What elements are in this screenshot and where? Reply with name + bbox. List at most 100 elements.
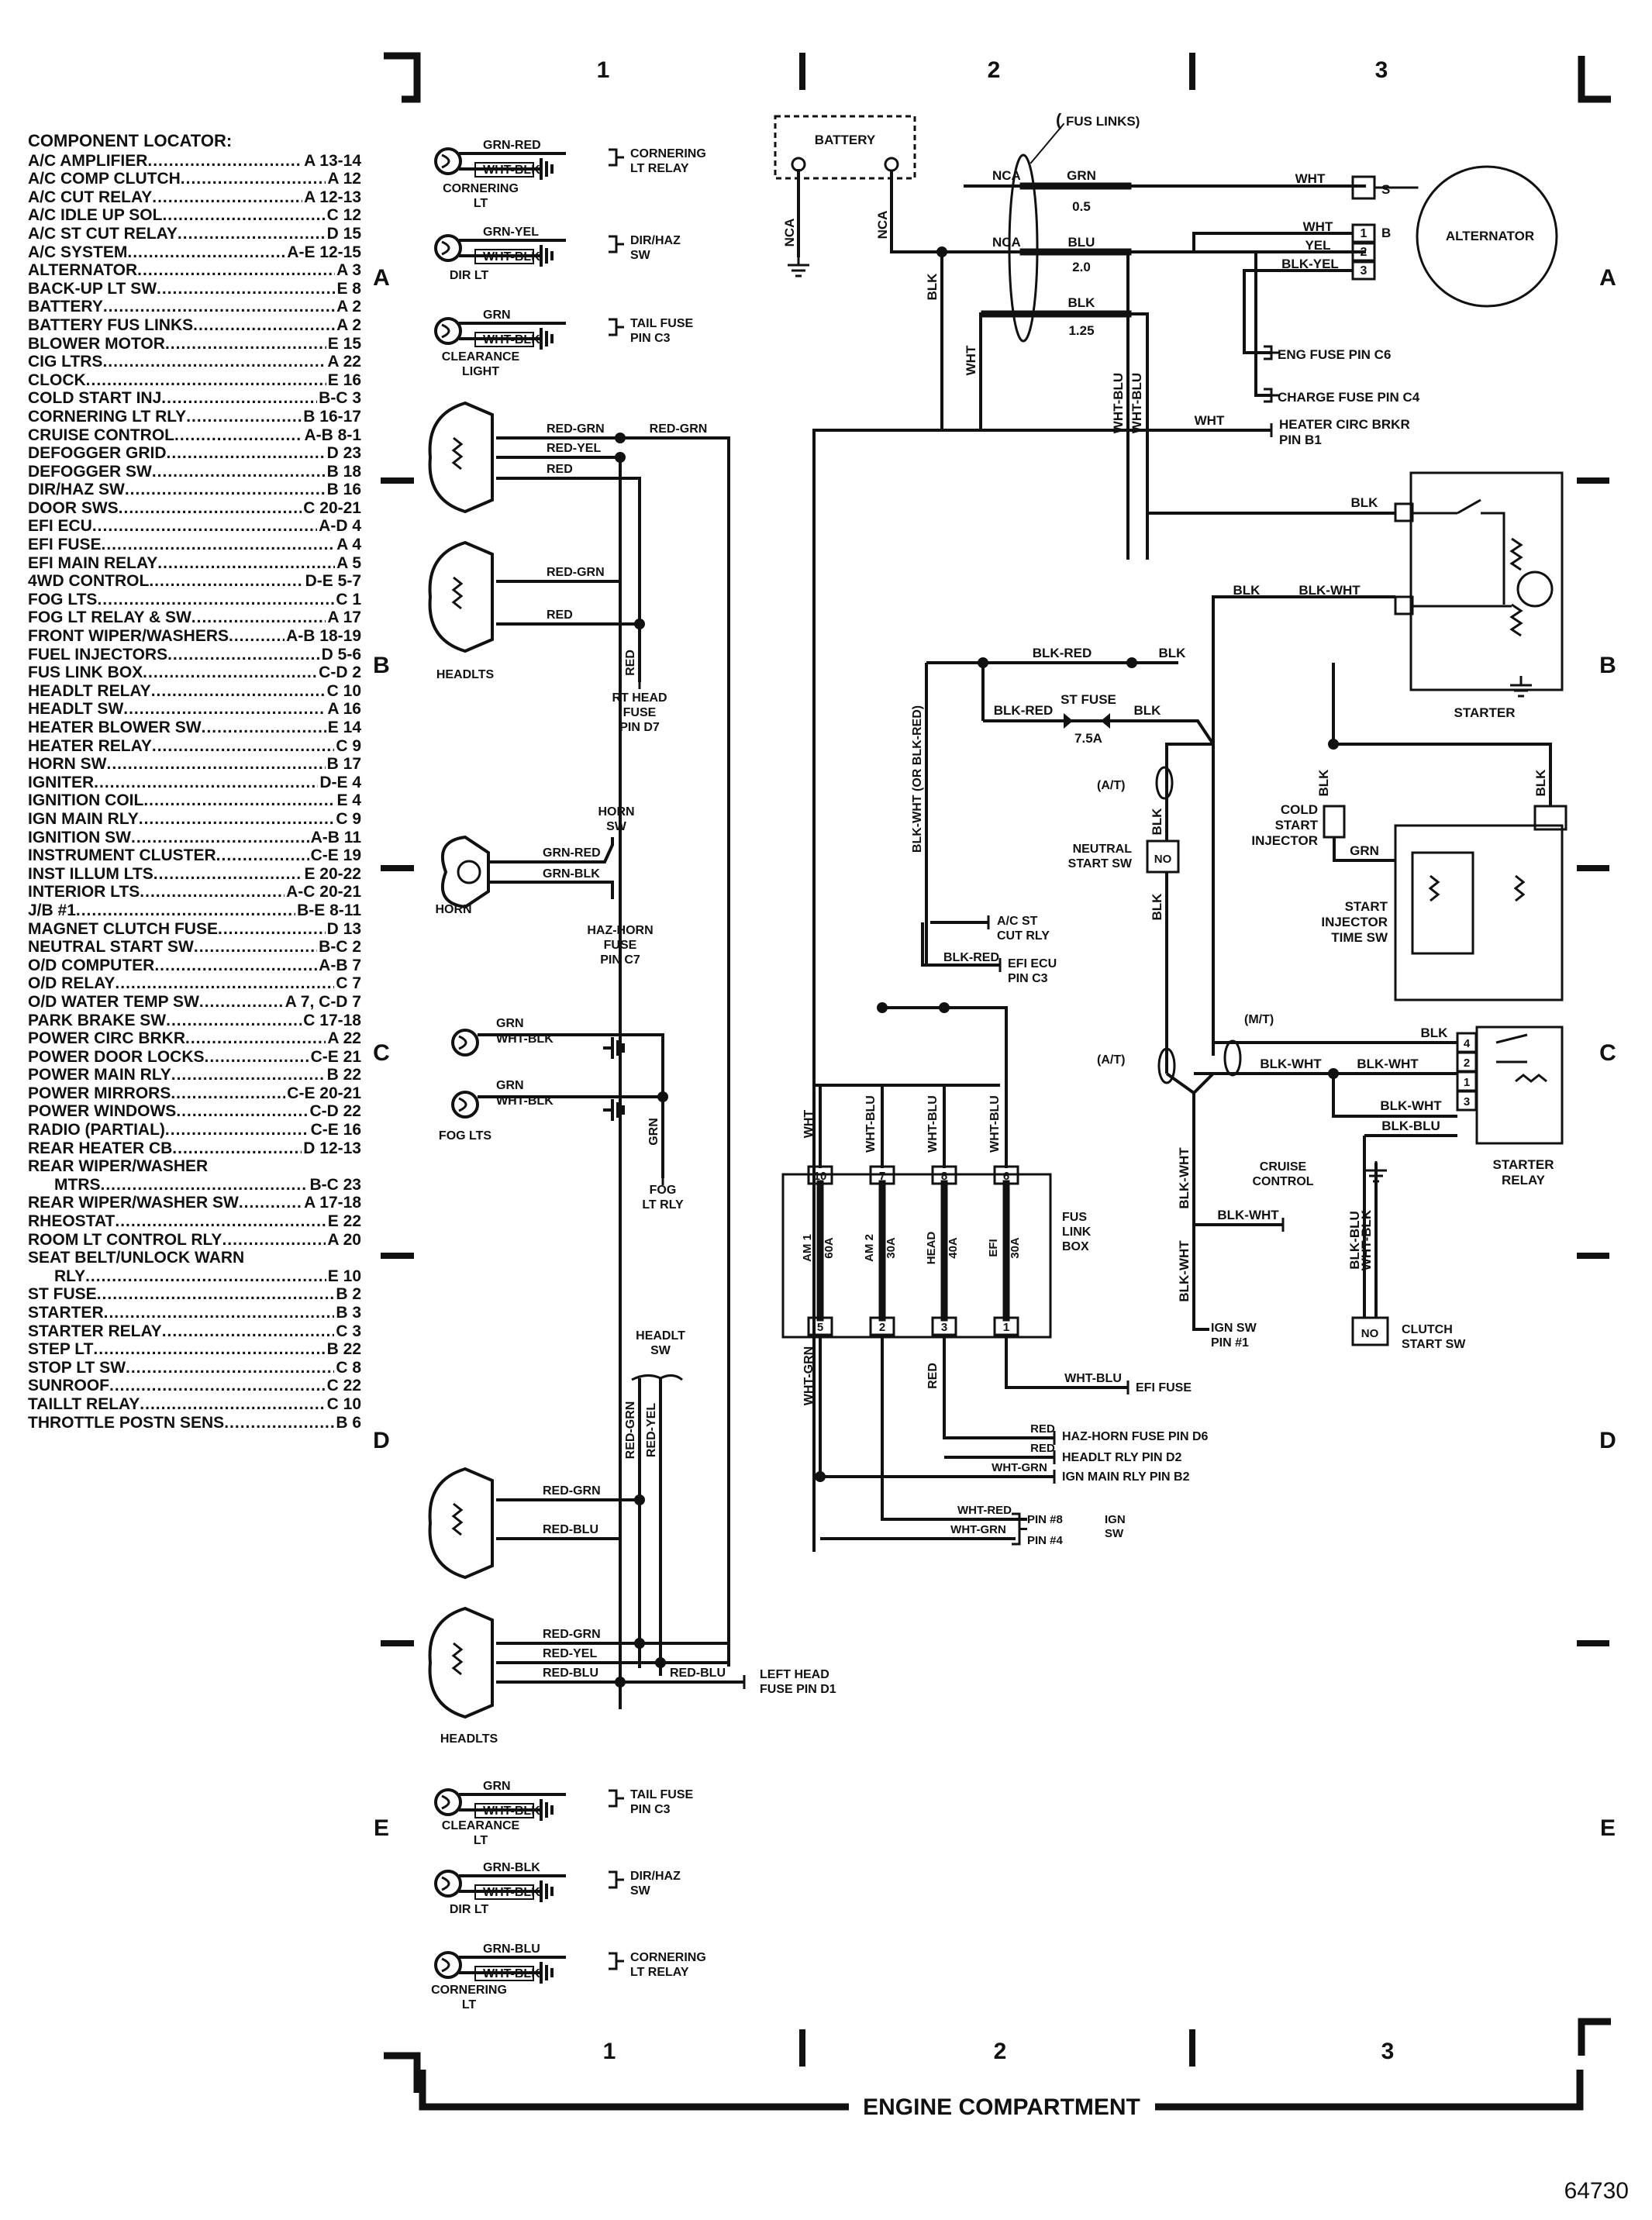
locator-reference: C 9 xyxy=(336,736,361,755)
locator-reference: C 3 xyxy=(336,1322,361,1340)
pin-label: 1 xyxy=(1003,1321,1009,1334)
connector-bracket xyxy=(609,1789,624,1808)
locator-reference: A 12 xyxy=(327,170,361,188)
locator-component: BACK-UP LT SW xyxy=(28,279,157,298)
locator-component: REAR WIPER/WASHER xyxy=(28,1157,209,1176)
locator-row: POWER DOOR LOCKSC-E 21 xyxy=(28,1048,361,1067)
locator-component: SEAT BELT/UNLOCK WARN xyxy=(28,1249,245,1267)
locator-component: COLD START INJ xyxy=(28,389,162,408)
splice-dot xyxy=(655,1657,666,1668)
connector-bracket xyxy=(1264,388,1279,403)
splice-dot xyxy=(615,433,626,443)
locator-reference: A-C 20-21 xyxy=(286,883,361,901)
wire-label: WHT-BLK xyxy=(1359,1209,1374,1270)
fuse-amp: 30A xyxy=(1009,1237,1022,1259)
locator-row: A/C SYSTEMA-E 12-15 xyxy=(28,243,361,262)
heater-circ-brkr-label: PIN B1 xyxy=(1279,433,1322,447)
fog-ground xyxy=(603,1037,625,1059)
locator-leader xyxy=(93,1340,325,1359)
ac-st-cut-relay-label: A/C ST xyxy=(997,915,1038,928)
connector-bracket xyxy=(609,1952,624,1970)
row-letter: D xyxy=(373,1428,390,1453)
pin-label: 3 xyxy=(941,1321,947,1334)
locator-leader xyxy=(115,1212,326,1231)
locator-reference: C 20-21 xyxy=(303,498,361,517)
locator-leader xyxy=(107,755,326,774)
lamp-filament xyxy=(441,323,450,339)
locator-component: IGNITER xyxy=(28,773,95,791)
cornering-lt-top-target-label: LT RELAY xyxy=(630,162,689,175)
column-number: 2 xyxy=(994,2039,1007,2064)
column-number: 3 xyxy=(1375,57,1388,83)
row-letter: B xyxy=(1599,653,1616,678)
wire xyxy=(1212,595,1395,605)
locator-component: DEFOGGER SW xyxy=(28,462,152,481)
locator-row: A/C AMPLIFIERA 13-14 xyxy=(28,152,361,171)
clearance-bottom-target-label: PIN C3 xyxy=(630,1803,671,1816)
locator-row: DEFOGGER GRIDD 23 xyxy=(28,444,361,463)
locator-row: DIR/HAZ SWB 16 xyxy=(28,481,361,499)
locator-row: DEFOGGER SWB 18 xyxy=(28,463,361,481)
locator-leader xyxy=(162,206,325,225)
locator-row: EFI MAIN RELAYA 5 xyxy=(28,554,361,573)
horn-sw-label: HORN xyxy=(598,805,634,819)
wire xyxy=(478,1033,664,1178)
ign-main-rly-label: IGN MAIN RLY PIN B2 xyxy=(1062,1470,1190,1484)
wire-label: BLK-BLU xyxy=(1381,1119,1440,1133)
filament-zigzag xyxy=(451,576,464,610)
locator-reference: C 12 xyxy=(326,206,361,225)
wire xyxy=(1212,1041,1457,1054)
wire-label: BLK xyxy=(1150,808,1164,836)
wire-label: RED-GRN xyxy=(547,422,605,436)
locator-leader xyxy=(140,883,285,901)
component-locator: COMPONENT LOCATOR: A/C AMPLIFIERA 13-14A… xyxy=(28,132,361,1432)
wire xyxy=(1146,512,1395,558)
cold-start-injector-label: COLD xyxy=(1281,802,1318,817)
column-number: 2 xyxy=(988,57,1001,83)
locator-row: THROTTLE POSTN SENSB 6 xyxy=(28,1414,361,1432)
rt-head-fuse-label: RT HEAD xyxy=(612,691,667,705)
wire-label: BLK xyxy=(1150,893,1164,921)
wire-label: GRN-RED xyxy=(543,846,601,860)
locator-component: POWER DOOR LOCKS xyxy=(28,1047,205,1066)
clutch-start-switch xyxy=(1351,1316,1389,1346)
wire-label: RED-GRN xyxy=(650,422,708,436)
locator-reference: B-C 23 xyxy=(309,1175,361,1194)
locator-leader xyxy=(147,152,302,171)
lamp-filament xyxy=(441,1794,450,1810)
row-letter: C xyxy=(1599,1040,1616,1066)
wire-label: NCA xyxy=(992,235,1021,250)
cold-start-injector-label: START xyxy=(1275,818,1319,832)
wire-label: WHT xyxy=(802,1110,816,1139)
locator-component: POWER MIRRORS xyxy=(28,1084,171,1102)
cruise-control-label: CRUISE xyxy=(1260,1160,1307,1174)
wire-label: WHT xyxy=(1195,413,1225,428)
locator-reference: B-C 3 xyxy=(319,389,361,408)
wire xyxy=(890,171,965,253)
locator-reference: A-B 11 xyxy=(310,828,361,846)
locator-row: FRONT WIPER/WASHERSA-B 18-19 xyxy=(28,627,361,646)
wire-label: BLK-BLU xyxy=(1347,1211,1362,1270)
battery-icon xyxy=(774,115,916,180)
locator-row: BLOWER MOTORE 15 xyxy=(28,335,361,353)
locator-leader xyxy=(167,646,320,664)
fusible-link-box xyxy=(781,1173,1052,1339)
wire-label: NCA xyxy=(992,168,1021,183)
wire-label: BLK-WHT (OR BLK-RED) xyxy=(911,705,924,853)
locator-row: STEP LTB 22 xyxy=(28,1340,361,1359)
wire-label: RED-BLU xyxy=(543,1523,598,1536)
locator-row: A/C CUT RELAYA 12-13 xyxy=(28,188,361,207)
locator-component: A/C SYSTEM xyxy=(28,243,128,261)
locator-component: FRONT WIPER/WASHERS xyxy=(28,627,229,646)
wire xyxy=(812,429,1271,438)
locator-component: CORNERING LT RLY xyxy=(28,407,187,426)
locator-row: EFI FUSEA 4 xyxy=(28,536,361,554)
locator-leader xyxy=(125,481,326,499)
st-fuse-label: ST FUSE xyxy=(1061,692,1116,707)
locator-reference: E 14 xyxy=(327,719,361,736)
wire-label: GRN xyxy=(496,1017,524,1030)
wire-label: BLK xyxy=(1134,703,1162,718)
cornering-lt-top-label: LT xyxy=(474,197,488,210)
